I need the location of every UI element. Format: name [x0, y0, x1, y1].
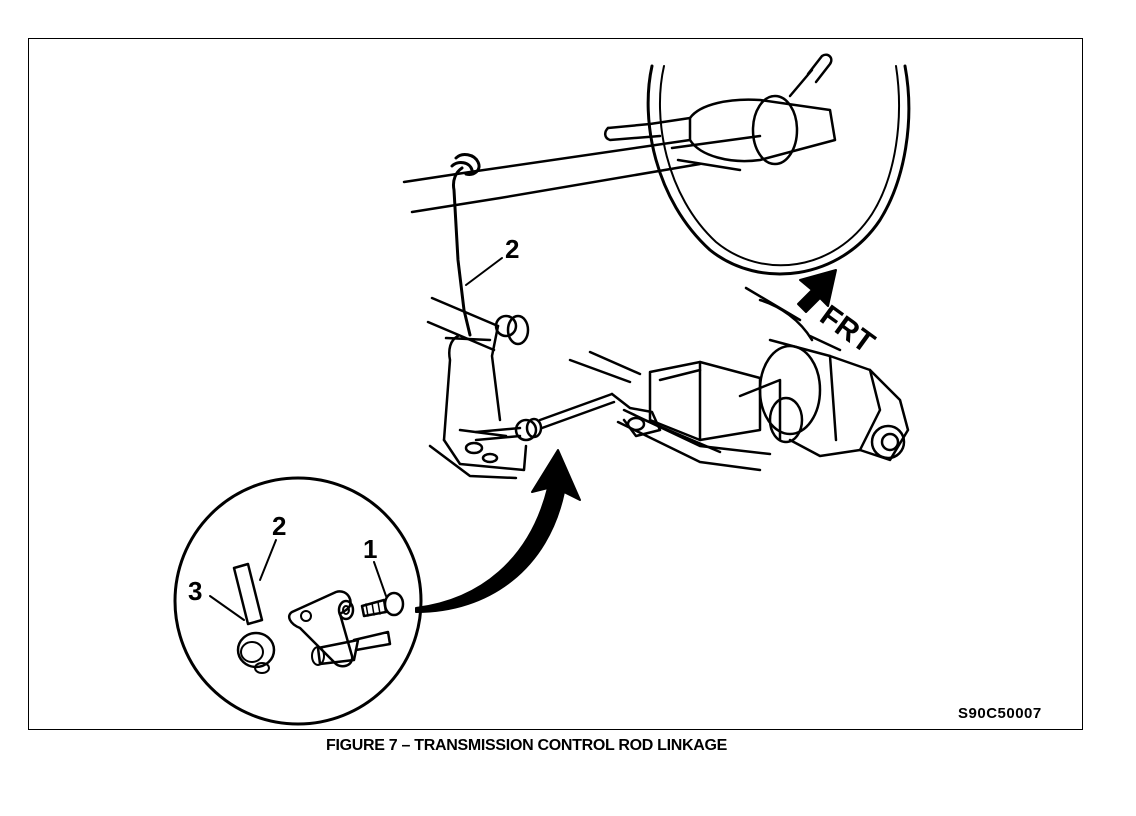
detail-inset [173, 476, 423, 726]
transmission [568, 286, 910, 472]
figure-frame [28, 38, 1083, 730]
bracket-bolt [474, 314, 543, 442]
control-rod [450, 153, 481, 337]
frt-arrow [797, 269, 837, 313]
leader-rod-main [465, 257, 503, 286]
callout-detail-bolt: 1 [363, 534, 377, 564]
steering-wheel [646, 64, 911, 276]
callout-detail-rod: 2 [272, 511, 286, 541]
steering-column [402, 53, 837, 214]
detail-pointer-arrow [415, 449, 581, 613]
figure-id: S90C50007 [958, 705, 1042, 722]
callout-detail-clip: 3 [188, 576, 202, 606]
bracket-assembly [426, 296, 528, 480]
callout-rod-main: 2 [505, 234, 519, 264]
shift-rod [538, 392, 662, 438]
figure-caption: FIGURE 7 – TRANSMISSION CONTROL ROD LINK… [326, 737, 728, 754]
frt-label: FRT [814, 299, 881, 360]
